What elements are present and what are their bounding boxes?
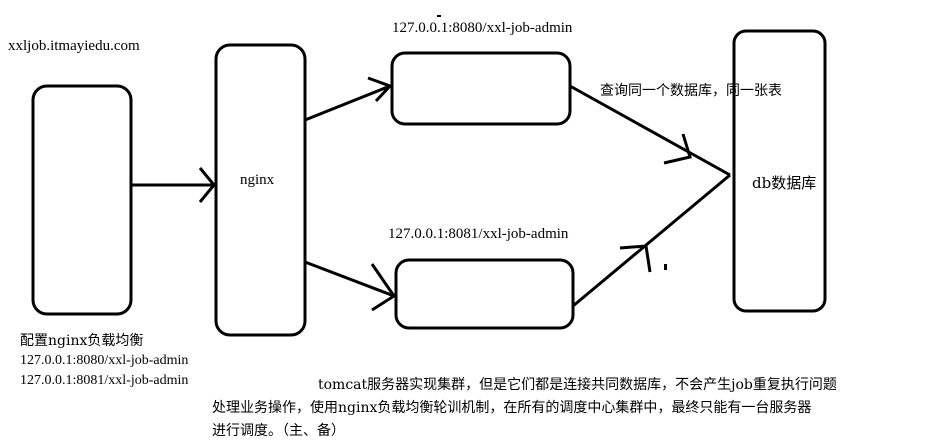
nginx-box [214,43,307,337]
server1-to-db-arrow [569,84,731,177]
nginx-label: nginx [240,172,275,188]
database-box [732,29,827,313]
nginx-to-server2-arrow [304,260,397,312]
client-to-nginx-arrow [131,167,216,203]
domain-label: xxljob.itmayiedu.com [8,38,140,54]
server2-label: 127.0.0.1:8081/xxl-job-admin [388,226,569,242]
stray-mark [664,264,667,270]
nginx-config-note: 配置nginx负载均衡 127.0.0.1:8080/xxl-job-admin… [20,331,188,391]
explanation-notes: tomcat服务器实现集群，但是它们都是连接共同数据库，不会产生job重复执行问… [212,374,912,443]
notes-line: 处理业务操作，使用nginx负载均衡轮训机制，在所有的调度中心集群中，最终只能有… [212,400,812,416]
server1-box [390,51,572,126]
database-label: db数据库 [752,174,817,192]
stray-mark [437,15,441,17]
notes-line: 进行调度。（主、备） [212,423,345,439]
server1-label: 127.0.0.1:8080/xxl-job-admin [392,20,573,36]
server2-to-db-arrow [572,173,731,308]
shared-database-note: 查询同一个数据库，同一张表 [600,83,782,99]
config-line: 127.0.0.1:8081/xxl-job-admin [20,373,189,388]
server2-box [394,258,575,330]
client-box [31,84,133,316]
nginx-to-server1-arrow [304,76,393,122]
config-title: 配置nginx负载均衡 [20,333,144,349]
notes-line: tomcat服务器实现集群，但是它们都是连接共同数据库，不会产生job重复执行问… [318,377,837,393]
config-line: 127.0.0.1:8080/xxl-job-admin [20,353,189,368]
